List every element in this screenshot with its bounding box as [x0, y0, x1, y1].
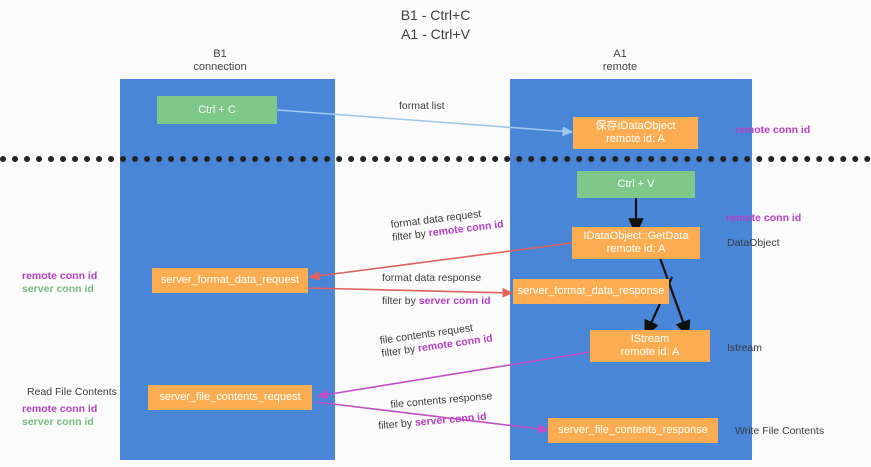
phase-divider — [0, 156, 871, 162]
edge-label-format-list: format list — [399, 100, 445, 113]
edge-label-format-list-text: format list — [399, 100, 445, 112]
annotation-left-remote-conn-id-1: remote conn id — [22, 270, 98, 282]
node-idataobject-getdata-line2: remote id: A — [606, 243, 666, 255]
node-ctrl-c-label: Ctrl + C — [198, 103, 236, 116]
node-istream[interactable]: IStream remote id: A — [590, 330, 710, 362]
annotation-left-read-file-contents: Read File Contents — [27, 386, 117, 398]
lane-header-b1: B1 connection — [140, 48, 300, 74]
node-save-idataobject[interactable]: 保存IDataObject remote id: A — [573, 117, 698, 149]
node-server-format-data-request[interactable]: server_format_data_request — [152, 268, 308, 293]
annotation-right-istream: Istream — [727, 342, 763, 354]
fcres-prefix: filter by — [377, 416, 416, 433]
node-idataobject-getdata[interactable]: IDataObject::GetData remote id: A — [572, 227, 700, 259]
annotation-left-server-conn-id-1: server conn id — [22, 283, 94, 295]
edge-label-format-data-response-line1: format data response — [382, 272, 482, 284]
fdres-highlight: server conn id — [418, 295, 491, 307]
node-server-file-contents-request[interactable]: server_file_contents_request — [148, 385, 312, 410]
annotation-left-server-conn-id-2: server conn id — [22, 416, 94, 428]
fcres-highlight: server conn id — [414, 410, 487, 429]
lane-header-a1-line2: remote — [602, 61, 638, 73]
edge-label-format-data-response: format data response filter by server co… — [382, 272, 491, 308]
node-istream-line1: IStream — [630, 333, 670, 345]
page-title: B1 - Ctrl+C A1 - Ctrl+V — [400, 7, 471, 42]
node-idataobject-getdata-line1: IDataObject::GetData — [583, 230, 689, 242]
node-ctrl-c[interactable]: Ctrl + C — [157, 96, 277, 124]
annotation-right-mid-remote-conn-id: remote conn id — [726, 212, 802, 224]
annotation-left-remote-conn-id-2: remote conn id — [22, 403, 98, 415]
annotation-right-dataobject: DataObject — [727, 237, 780, 249]
lane-header-b1-line1: B1 — [213, 48, 227, 60]
node-save-idataobject-line1: 保存IDataObject — [595, 120, 676, 132]
edge-label-file-contents-response: file contents response filter by server … — [378, 390, 495, 432]
edge-label-format-data-request: format data request filter by remote con… — [390, 205, 504, 244]
edge-label-file-contents-request: file contents request filter by remote c… — [379, 319, 494, 360]
node-server-format-data-request-label: server_format_data_request — [160, 274, 300, 286]
annotation-right-write-file-contents: Write File Contents — [735, 425, 825, 437]
lane-header-a1-line1: A1 — [613, 48, 627, 60]
lane-header-a1: A1 remote — [540, 48, 700, 74]
node-server-file-contents-response-label: server_file_contents_response — [558, 424, 708, 436]
lane-header-b1-line2: connection — [193, 61, 247, 73]
node-server-format-data-response-label: server_format_data_response — [517, 285, 665, 297]
annotation-right-top-remote-conn-id: remote conn id — [735, 124, 811, 136]
edge-label-file-contents-response-line2: filter by server conn id — [378, 410, 495, 433]
fdres-prefix: filter by — [382, 295, 419, 307]
node-server-format-data-response[interactable]: server_format_data_response — [513, 279, 669, 304]
edge-label-file-contents-response-line1: file contents response — [390, 390, 493, 411]
node-ctrl-v-label: Ctrl + V — [617, 178, 655, 190]
edge-label-format-data-response-line2: filter by server conn id — [382, 295, 491, 308]
node-server-file-contents-request-label: server_file_contents_request — [159, 391, 301, 403]
node-istream-line2: remote id: A — [620, 346, 680, 358]
node-ctrl-v[interactable]: Ctrl + V — [577, 171, 695, 198]
node-server-file-contents-response[interactable]: server_file_contents_response — [548, 418, 718, 443]
node-save-idataobject-line2: remote id: A — [606, 133, 665, 145]
